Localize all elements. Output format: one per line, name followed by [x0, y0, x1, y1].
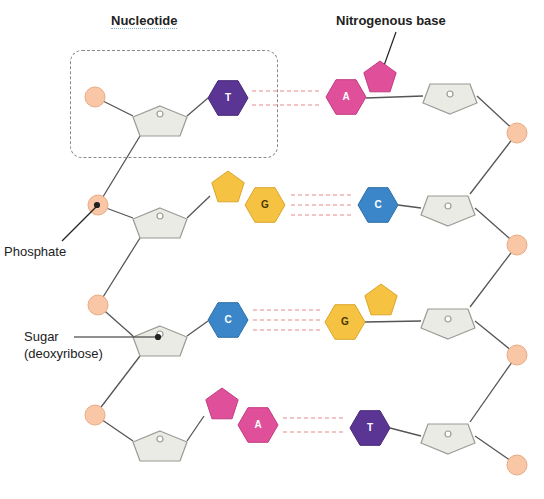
pentagon-ring	[206, 388, 238, 419]
leader-line	[74, 336, 156, 337]
base-letter: A	[246, 419, 270, 431]
phosphate-circle	[507, 455, 527, 475]
base-shape: G	[208, 166, 288, 226]
hydrogen-bond	[252, 90, 321, 91]
hydrogen-bond-extra	[291, 214, 353, 215]
hexagon-ring	[350, 411, 390, 446]
leader-line	[62, 207, 96, 241]
sugar-pentagon	[133, 208, 187, 238]
glycosidic-bond	[365, 321, 421, 322]
sugars	[133, 84, 477, 461]
sugar-pentagon	[423, 84, 477, 114]
phosphate-circle	[85, 87, 105, 107]
sugar-pentagon	[133, 326, 187, 356]
hydrogen-bond	[283, 417, 345, 418]
hydrogen-bond-extra	[253, 319, 320, 320]
base-letter: G	[253, 199, 277, 211]
hydrogen-bond-extra	[252, 104, 321, 105]
phosphate-circle	[85, 405, 105, 425]
leader-lines	[62, 32, 396, 340]
hexagon-ring	[208, 81, 248, 116]
base-outline	[202, 383, 280, 447]
backbone-bond	[98, 136, 140, 205]
base-letter: T	[358, 422, 382, 434]
hydrogen-bond	[291, 194, 353, 195]
phosphate-circle	[507, 235, 527, 255]
part-label: Phosphate	[4, 243, 94, 260]
base-shape: T	[207, 78, 249, 118]
hexagon-ring	[208, 303, 248, 338]
leader-dot	[95, 203, 100, 208]
glycosidic-bond	[187, 321, 208, 336]
base-shape: A	[324, 58, 400, 118]
hydrogen-bond-extra	[253, 329, 320, 330]
hexagon-ring	[358, 188, 398, 223]
base-shape: T	[348, 408, 392, 448]
base-shape: G	[323, 282, 399, 344]
base-letter: T	[216, 92, 240, 104]
backbone-bond	[95, 356, 140, 415]
backbone-bond	[470, 245, 517, 307]
base-shape: C	[206, 300, 250, 340]
backbone-bond	[470, 355, 517, 422]
hexagon-ring	[238, 408, 278, 443]
base-letter: C	[366, 199, 390, 211]
sugar-pentagon	[421, 309, 475, 339]
leader-dot	[156, 335, 161, 340]
base-outline	[208, 166, 288, 226]
backbone-bond	[470, 133, 517, 194]
base-outline	[323, 282, 399, 344]
base-shape: A	[202, 383, 280, 447]
hexagon-ring	[326, 80, 366, 115]
hexagon-ring	[325, 305, 365, 340]
sugar-pentagon	[421, 196, 475, 226]
sugar-pentagon	[133, 431, 187, 461]
glycosidic-bond	[390, 428, 421, 436]
backbone-bond	[98, 238, 140, 305]
phosphate-circle	[507, 345, 527, 365]
phosphate-circle	[507, 123, 527, 143]
part-label: Nitrogenous base	[336, 12, 496, 29]
glycosidic-bond	[187, 416, 204, 441]
hexagon-ring	[245, 188, 285, 223]
base-outline	[324, 58, 400, 118]
phosphates	[85, 87, 527, 475]
glycosidic-bond	[366, 96, 423, 98]
base-letter: A	[334, 91, 358, 103]
sugar-pentagon	[133, 106, 187, 136]
part-label: Sugar (deoxyribose)	[24, 328, 120, 362]
pentagon-ring	[212, 171, 244, 202]
hydrogen-bond-extra	[283, 431, 345, 432]
glycosidic-bond	[398, 205, 421, 208]
glycosidic-bond	[187, 196, 210, 218]
sugar-pentagon	[421, 424, 475, 454]
base-letter: C	[216, 314, 240, 326]
pentagon-ring	[364, 61, 396, 92]
backbone	[95, 96, 517, 465]
nucleotide-box: TNucleotide	[70, 50, 278, 158]
pentagon-ring	[365, 284, 397, 315]
hydrogen-bond-extra	[291, 204, 353, 205]
glycosidic-bond	[187, 98, 208, 116]
base-letter: G	[333, 316, 357, 328]
phosphate-circle	[88, 295, 108, 315]
base-shape: C	[356, 185, 400, 225]
hydrogen-bond	[253, 309, 320, 310]
box-heading: Nucleotide	[111, 13, 177, 29]
